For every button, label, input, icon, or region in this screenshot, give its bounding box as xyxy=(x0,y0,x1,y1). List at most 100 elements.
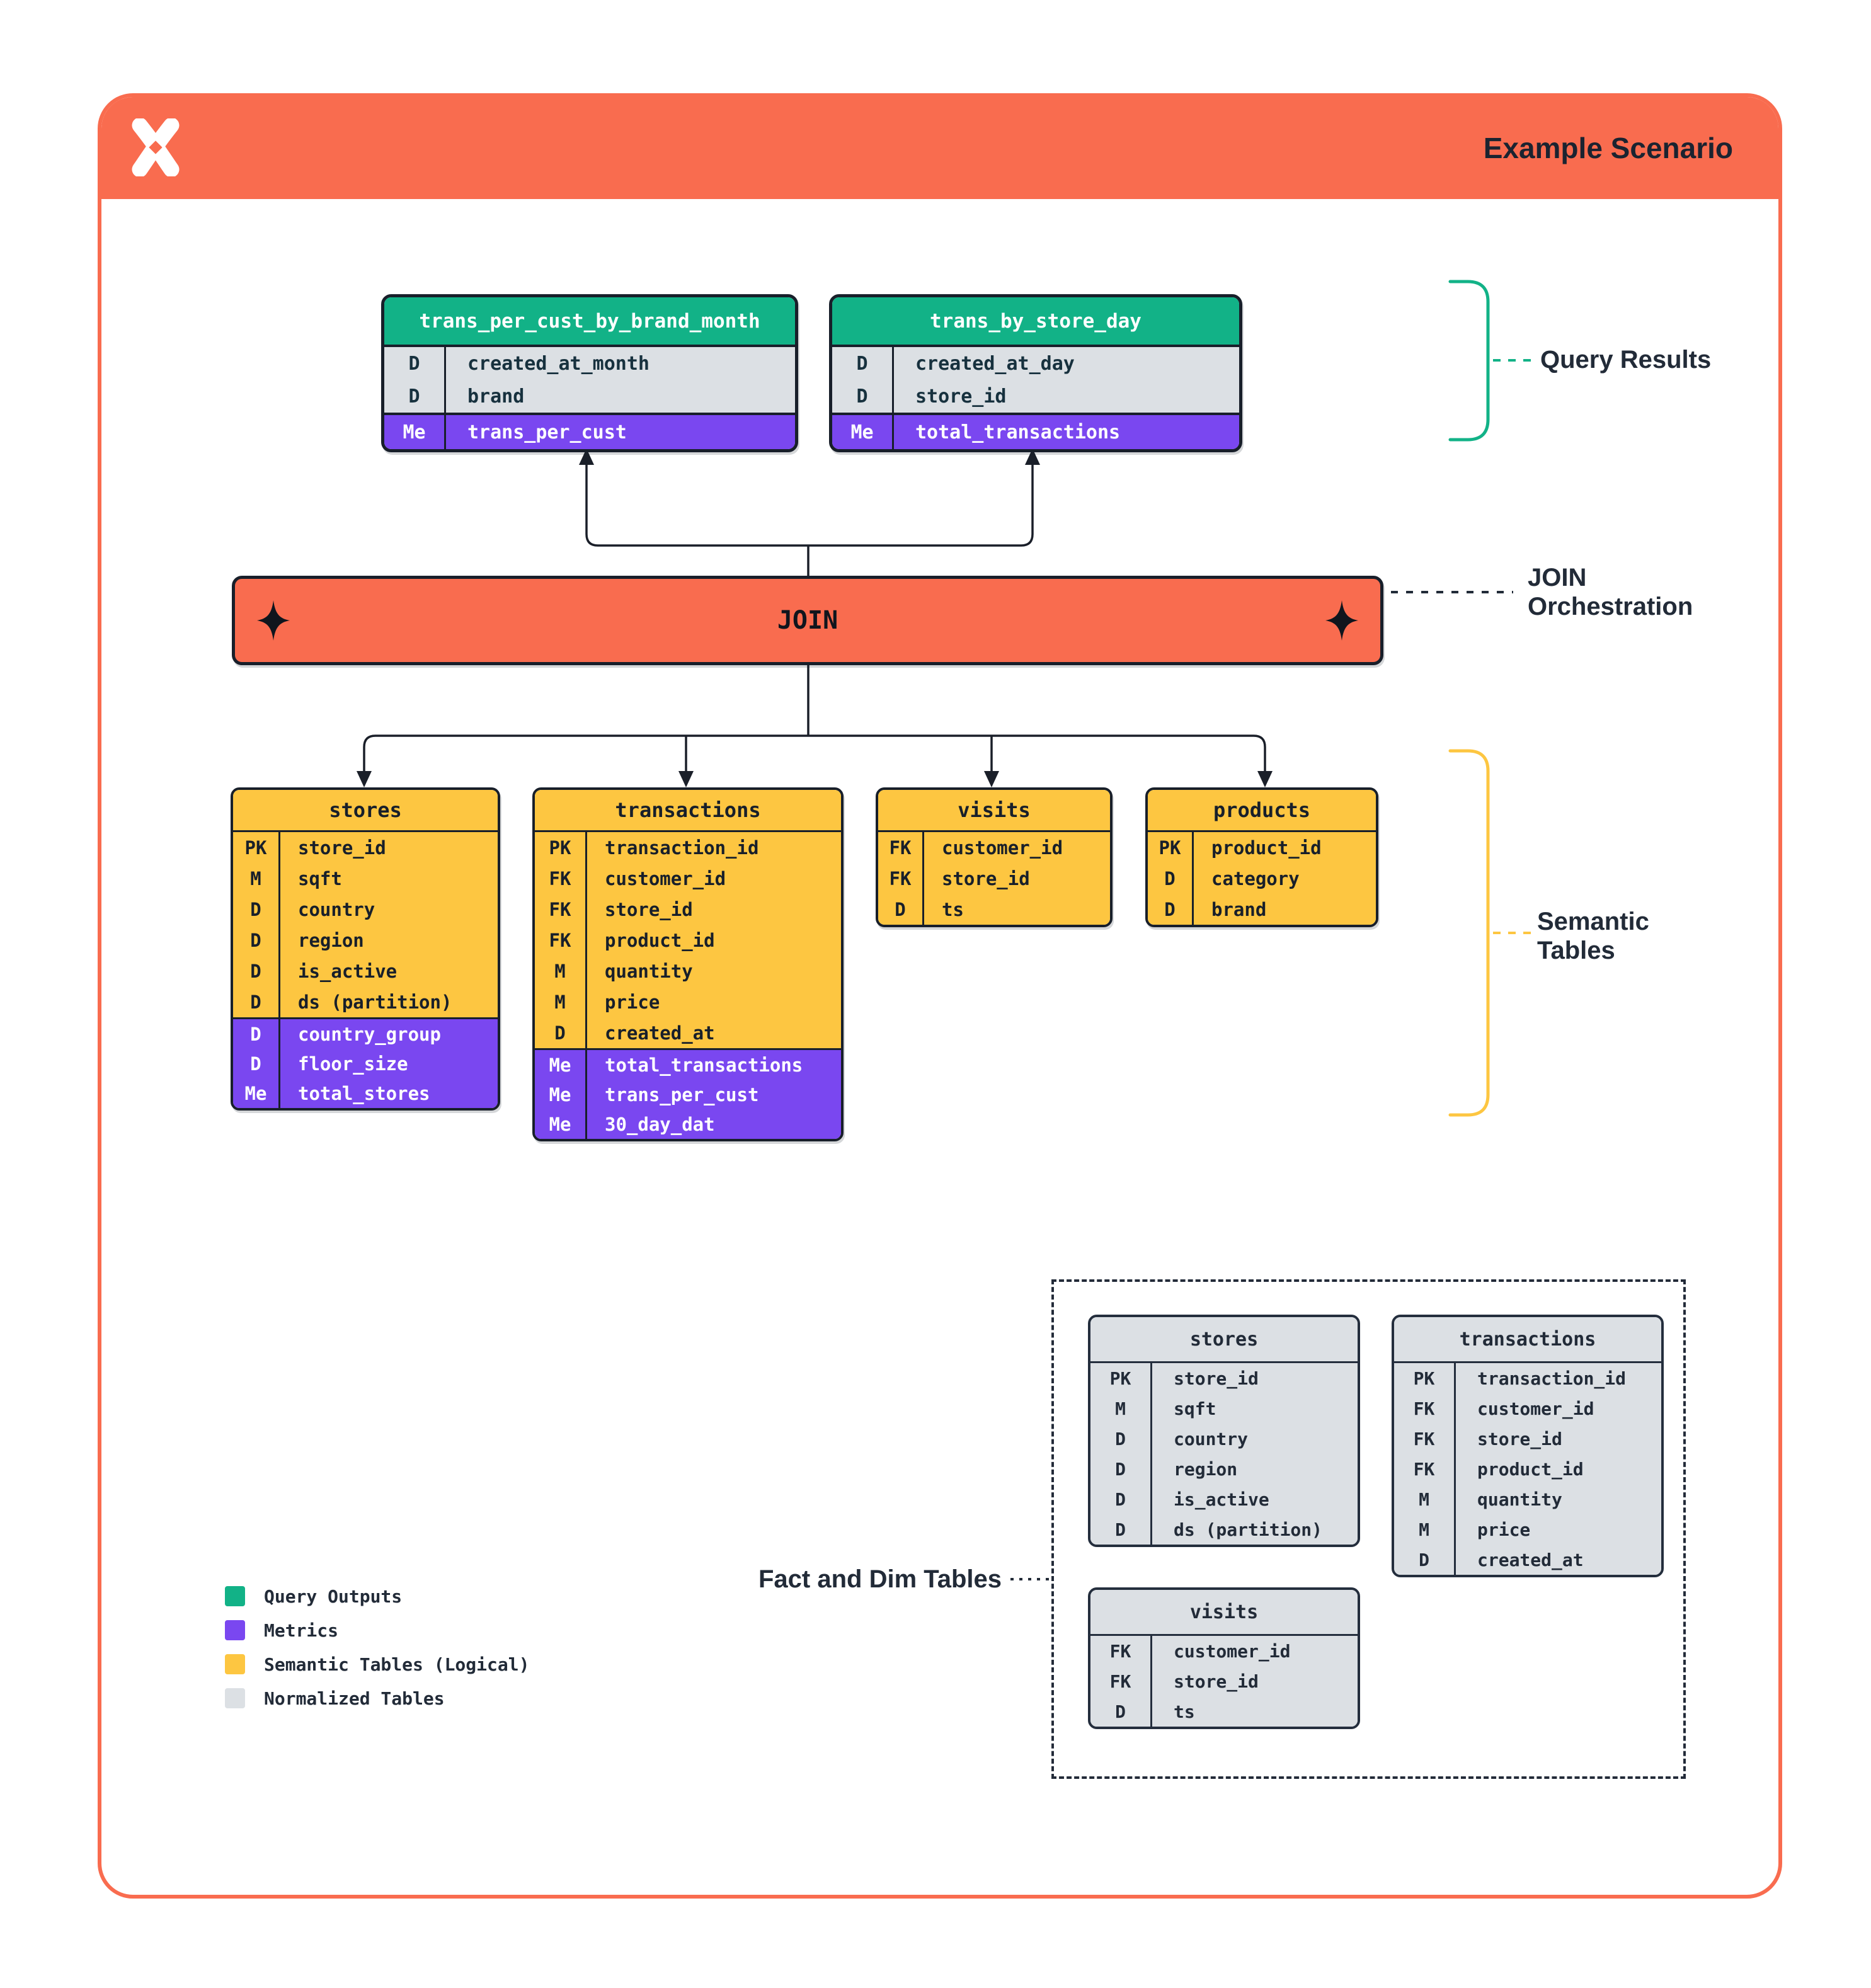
row-name: region xyxy=(1174,1458,1238,1480)
row-name: country xyxy=(298,898,375,920)
row-name: region xyxy=(298,929,364,951)
diamond-icon xyxy=(1325,600,1358,641)
row-key: D xyxy=(384,380,446,413)
table-title: transactions xyxy=(535,790,841,832)
row-key: D xyxy=(384,347,446,380)
row-key: D xyxy=(233,925,280,956)
row-key: Me xyxy=(233,1078,280,1108)
row-name: product_id xyxy=(1211,837,1322,859)
legend-label: Semantic Tables (Logical) xyxy=(264,1654,530,1675)
row-key: D xyxy=(1090,1454,1152,1484)
legend-swatch-normalized-tables xyxy=(225,1688,245,1708)
row-name: transaction_id xyxy=(1477,1368,1627,1389)
row-key: D xyxy=(1394,1545,1456,1575)
row-name: country_group xyxy=(298,1023,441,1045)
row-key: D xyxy=(233,1049,280,1078)
table-title: stores xyxy=(233,790,498,832)
row-key: FK xyxy=(535,925,587,956)
row-name: trans_per_cust xyxy=(605,1083,759,1105)
row-name: customer_id xyxy=(1174,1640,1291,1662)
row-key: D xyxy=(233,986,280,1017)
legend-swatch-metrics xyxy=(225,1620,245,1640)
table-row: FK customer_id xyxy=(1394,1393,1661,1424)
fact-dim-label: Fact and Dim Tables xyxy=(758,1565,1002,1593)
legend-item: Normalized Tables xyxy=(225,1687,529,1710)
row-key: M xyxy=(1394,1514,1456,1545)
diamond-icon xyxy=(257,600,290,641)
table-row: PK transaction_id xyxy=(1394,1363,1661,1393)
row-key: M xyxy=(1394,1484,1456,1514)
legend-label: Query Outputs xyxy=(264,1585,403,1607)
row-key: D xyxy=(1090,1514,1152,1545)
legend: Query Outputs Metrics Semantic Tables (L… xyxy=(225,1585,529,1710)
row-key: M xyxy=(535,986,587,1017)
row-name: 30_day_dat xyxy=(605,1113,715,1135)
row-key: M xyxy=(535,956,587,986)
query-results-label: Query Results xyxy=(1540,346,1712,374)
row-name: customer_id xyxy=(942,837,1063,859)
semantic-tables-label: Semantic Tables xyxy=(1537,908,1649,964)
row-name: created_at_month xyxy=(467,352,649,375)
row-name: store_id xyxy=(605,898,693,920)
row-name: ts xyxy=(1174,1701,1195,1722)
row-key: FK xyxy=(1090,1636,1152,1666)
table-title: stores xyxy=(1090,1317,1358,1363)
legend-item: Query Outputs xyxy=(225,1585,529,1608)
row-key: FK xyxy=(535,863,587,894)
row-key: D xyxy=(535,1017,587,1048)
row-name: customer_id xyxy=(1477,1398,1594,1419)
row-name: product_id xyxy=(1477,1458,1584,1480)
row-key: D xyxy=(1148,863,1194,894)
row-key: D xyxy=(1090,1424,1152,1454)
row-name: price xyxy=(1477,1519,1531,1540)
row-name: transaction_id xyxy=(605,837,759,859)
row-key: PK xyxy=(1394,1363,1456,1393)
row-name: sqft xyxy=(1174,1398,1216,1419)
row-key: D xyxy=(1090,1696,1152,1727)
row-name: store_id xyxy=(1174,1368,1259,1389)
row-name: store_id xyxy=(1477,1428,1562,1449)
card-header-bar: Example Scenario xyxy=(101,97,1778,199)
legend-item: Semantic Tables (Logical) xyxy=(225,1653,529,1676)
row-name: quantity xyxy=(1477,1488,1562,1510)
row-key: Me xyxy=(535,1080,587,1109)
row-key: FK xyxy=(1394,1393,1456,1424)
row-name: floor_size xyxy=(298,1053,408,1075)
table-title: trans_by_store_day xyxy=(832,297,1239,347)
row-key: D xyxy=(233,1019,280,1049)
row-name: store_id xyxy=(942,867,1030,889)
row-name: ts xyxy=(942,898,964,920)
